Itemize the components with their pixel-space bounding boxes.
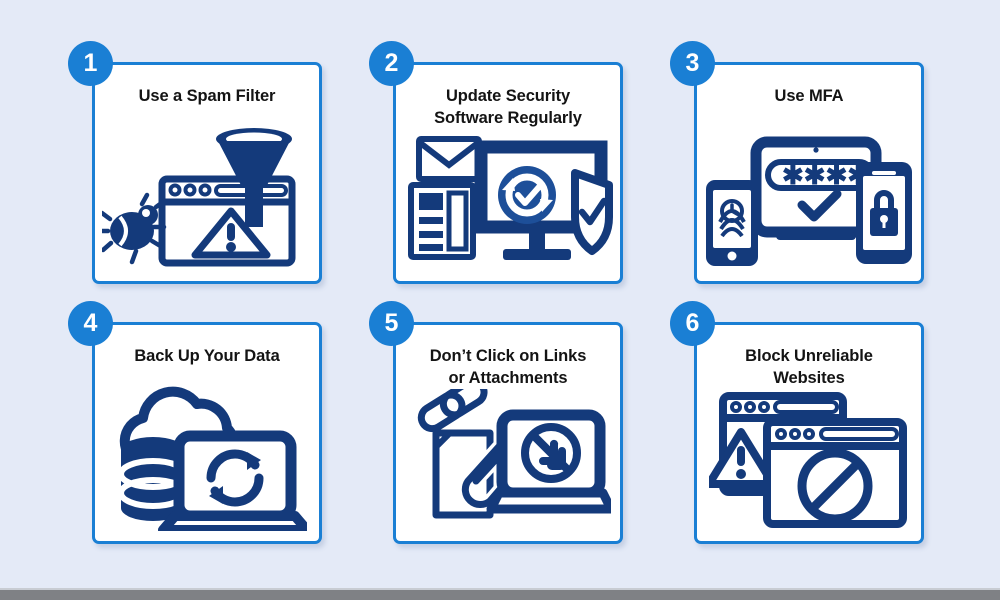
- block-circle-icon: [797, 448, 873, 524]
- tips-grid: 1 Use a Spam Filter: [68, 41, 924, 544]
- chain-link-icon: [417, 389, 488, 433]
- tip-number-badge-4: 4: [68, 301, 113, 346]
- tip-illustration-6: [697, 383, 921, 533]
- tip-title-6: Block Unreliable Websites: [745, 347, 873, 387]
- shield-check-icon: [571, 169, 613, 255]
- smartphone-lock-icon: [856, 162, 912, 264]
- database-icon: [118, 436, 188, 521]
- tip-title-1: Use a Spam Filter: [138, 87, 276, 105]
- tip-title-2: Update Security Software Regularly: [434, 87, 582, 127]
- asterisks-icon: ✱✱✱✱: [765, 159, 875, 191]
- tip-number-badge-2: 2: [369, 41, 414, 86]
- smartphone-fingerprint-icon: [706, 180, 758, 266]
- browser-window-icon: [763, 418, 907, 528]
- tip-illustration-4: [95, 383, 319, 533]
- warning-triangle-icon: [709, 428, 777, 488]
- bottom-bar-highlight: [0, 588, 1000, 590]
- tip-card-1[interactable]: 1 Use a Spam Filter: [68, 41, 322, 284]
- tip-title-4: Back Up Your Data: [134, 347, 280, 365]
- bug-icon: [102, 192, 167, 265]
- refresh-check-icon: [498, 166, 556, 224]
- checkmark-icon: [797, 189, 842, 222]
- tip-card-6[interactable]: 6 Block Unreliable Websites: [670, 301, 924, 544]
- browser-window-icon: [158, 175, 296, 267]
- envelope-icon: [416, 136, 482, 182]
- bottom-bar: [0, 588, 1000, 600]
- tip-title-3: Use MFA: [774, 87, 844, 105]
- tip-card-4[interactable]: 4 Back Up Your Data: [68, 301, 322, 544]
- tip-number-badge-3: 3: [670, 41, 715, 86]
- tip-illustration-2: [396, 123, 620, 273]
- laptop-no-click-icon: [486, 409, 611, 514]
- tip-number-badge-6: 6: [670, 301, 715, 346]
- tip-number-badge-5: 5: [369, 301, 414, 346]
- laptop-sync-icon: [158, 430, 307, 531]
- document-icon: [408, 182, 476, 260]
- warning-triangle-icon: [191, 207, 271, 259]
- tip-card-5[interactable]: 5 Don’t Click on Links or Attachments: [369, 301, 623, 544]
- tip-illustration-3: ✱✱✱✱: [697, 123, 921, 273]
- tip-card-2[interactable]: 2 Update Security Software Regularly: [369, 41, 623, 284]
- tip-illustration-5: [396, 383, 620, 533]
- tip-illustration-1: [95, 123, 319, 273]
- tip-title-5: Don’t Click on Links or Attachments: [429, 347, 587, 387]
- tip-number-badge-1: 1: [68, 41, 113, 86]
- svg-text:✱✱✱✱: ✱✱✱✱: [782, 160, 869, 190]
- tip-card-3[interactable]: 3 Use MFA ✱✱✱✱: [670, 41, 924, 284]
